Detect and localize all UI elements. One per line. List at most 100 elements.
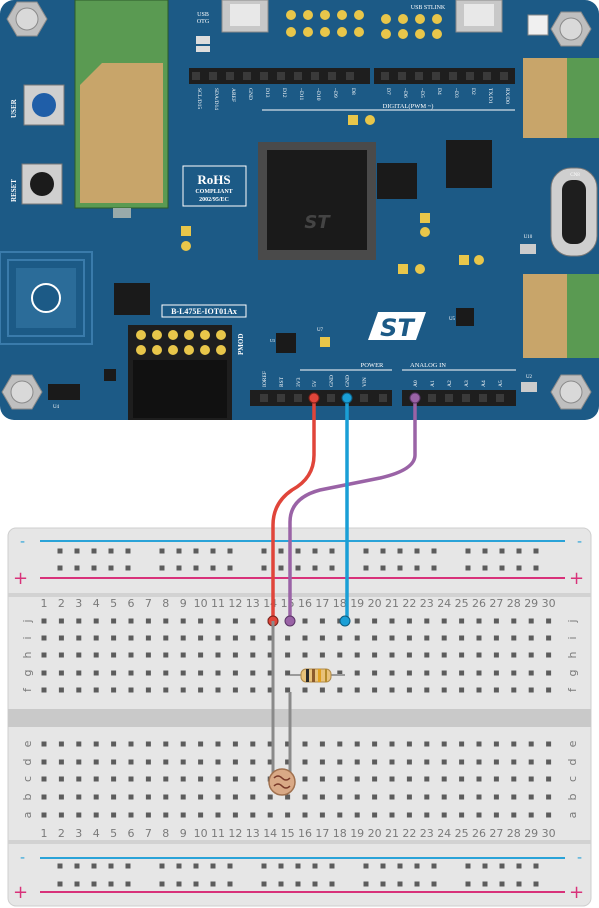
rail-hole[interactable] — [397, 548, 403, 554]
rail-hole[interactable] — [516, 565, 522, 571]
rail-hole[interactable] — [363, 548, 369, 554]
breadboard-hole[interactable] — [528, 652, 534, 658]
breadboard-hole[interactable] — [180, 812, 186, 818]
breadboard-hole[interactable] — [93, 618, 99, 624]
breadboard-hole[interactable] — [285, 794, 291, 800]
breadboard-hole[interactable] — [58, 741, 64, 747]
wire-a0[interactable] — [288, 396, 417, 623]
breadboard-hole[interactable] — [372, 812, 378, 818]
breadboard-hole[interactable] — [337, 687, 343, 693]
breadboard-hole[interactable] — [528, 759, 534, 765]
breadboard-hole[interactable] — [285, 759, 291, 765]
breadboard-hole[interactable] — [406, 776, 412, 782]
breadboard-hole[interactable] — [493, 776, 499, 782]
breadboard-hole[interactable] — [511, 670, 517, 676]
breadboard-hole[interactable] — [93, 812, 99, 818]
rail-hole[interactable] — [414, 863, 420, 869]
breadboard-hole[interactable] — [198, 794, 204, 800]
breadboard-hole[interactable] — [267, 687, 273, 693]
rail-hole[interactable] — [363, 565, 369, 571]
rail-hole[interactable] — [329, 863, 335, 869]
photoresistor[interactable] — [268, 621, 296, 796]
rail-hole[interactable] — [74, 863, 80, 869]
breadboard-hole[interactable] — [493, 635, 499, 641]
breadboard-hole[interactable] — [493, 652, 499, 658]
header-socket[interactable] — [328, 72, 336, 80]
breadboard-hole[interactable] — [232, 759, 238, 765]
breadboard-hole[interactable] — [128, 618, 134, 624]
breadboard-hole[interactable] — [546, 687, 552, 693]
rail-hole[interactable] — [482, 863, 488, 869]
breadboard-hole[interactable] — [424, 687, 430, 693]
rail-hole[interactable] — [261, 565, 267, 571]
breadboard-hole[interactable] — [145, 670, 151, 676]
header-socket[interactable] — [445, 394, 453, 402]
rail-hole[interactable] — [516, 881, 522, 887]
breadboard-hole[interactable] — [546, 741, 552, 747]
header-socket[interactable] — [500, 72, 508, 80]
rail-hole[interactable] — [159, 863, 165, 869]
breadboard-hole[interactable] — [163, 776, 169, 782]
breadboard-hole[interactable] — [389, 776, 395, 782]
breadboard-hole[interactable] — [250, 670, 256, 676]
rail-hole[interactable] — [499, 548, 505, 554]
breadboard-hole[interactable] — [180, 618, 186, 624]
breadboard-hole[interactable] — [215, 759, 221, 765]
breadboard-hole[interactable] — [406, 618, 412, 624]
breadboard-hole[interactable] — [319, 759, 325, 765]
breadboard-hole[interactable] — [58, 618, 64, 624]
breadboard-hole[interactable] — [546, 794, 552, 800]
breadboard-hole[interactable] — [76, 812, 82, 818]
breadboard-hole[interactable] — [302, 687, 308, 693]
rail-hole[interactable] — [108, 565, 114, 571]
reset-button[interactable] — [21, 163, 63, 205]
rail-hole[interactable] — [125, 881, 131, 887]
breadboard-hole[interactable] — [111, 635, 117, 641]
breadboard-hole[interactable] — [354, 687, 360, 693]
breadboard-hole[interactable] — [389, 618, 395, 624]
rail-hole[interactable] — [91, 863, 97, 869]
breadboard-hole[interactable] — [372, 759, 378, 765]
breadboard-hole[interactable] — [493, 812, 499, 818]
breadboard-hole[interactable] — [511, 794, 517, 800]
breadboard-hole[interactable] — [441, 618, 447, 624]
rail-hole[interactable] — [380, 863, 386, 869]
breadboard-hole[interactable] — [476, 759, 482, 765]
breadboard-hole[interactable] — [41, 687, 47, 693]
breadboard-hole[interactable] — [41, 741, 47, 747]
header-socket[interactable] — [192, 72, 200, 80]
breadboard-hole[interactable] — [58, 759, 64, 765]
rail-hole[interactable] — [499, 863, 505, 869]
breadboard-hole[interactable] — [145, 635, 151, 641]
rail-hole[interactable] — [91, 881, 97, 887]
breadboard-hole[interactable] — [302, 652, 308, 658]
breadboard-hole[interactable] — [406, 635, 412, 641]
breadboard-hole[interactable] — [111, 741, 117, 747]
breadboard-hole[interactable] — [41, 794, 47, 800]
breadboard-hole[interactable] — [250, 794, 256, 800]
breadboard-hole[interactable] — [128, 687, 134, 693]
breadboard-hole[interactable] — [406, 741, 412, 747]
breadboard-hole[interactable] — [546, 618, 552, 624]
breadboard-hole[interactable] — [267, 812, 273, 818]
header-socket[interactable] — [346, 72, 354, 80]
breadboard-hole[interactable] — [163, 618, 169, 624]
breadboard-hole[interactable] — [354, 794, 360, 800]
breadboard-hole[interactable] — [389, 652, 395, 658]
breadboard-hole[interactable] — [232, 741, 238, 747]
breadboard-hole[interactable] — [76, 687, 82, 693]
breadboard-hole[interactable] — [58, 670, 64, 676]
breadboard-hole[interactable] — [406, 759, 412, 765]
breadboard-hole[interactable] — [215, 618, 221, 624]
breadboard-hole[interactable] — [441, 741, 447, 747]
breadboard-hole[interactable] — [406, 687, 412, 693]
breadboard-hole[interactable] — [441, 670, 447, 676]
breadboard-hole[interactable] — [372, 794, 378, 800]
breadboard-hole[interactable] — [111, 652, 117, 658]
breadboard-hole[interactable] — [93, 670, 99, 676]
rail-hole[interactable] — [329, 565, 335, 571]
rail-hole[interactable] — [108, 548, 114, 554]
breadboard-hole[interactable] — [389, 635, 395, 641]
breadboard-hole[interactable] — [459, 670, 465, 676]
breadboard-hole[interactable] — [128, 759, 134, 765]
